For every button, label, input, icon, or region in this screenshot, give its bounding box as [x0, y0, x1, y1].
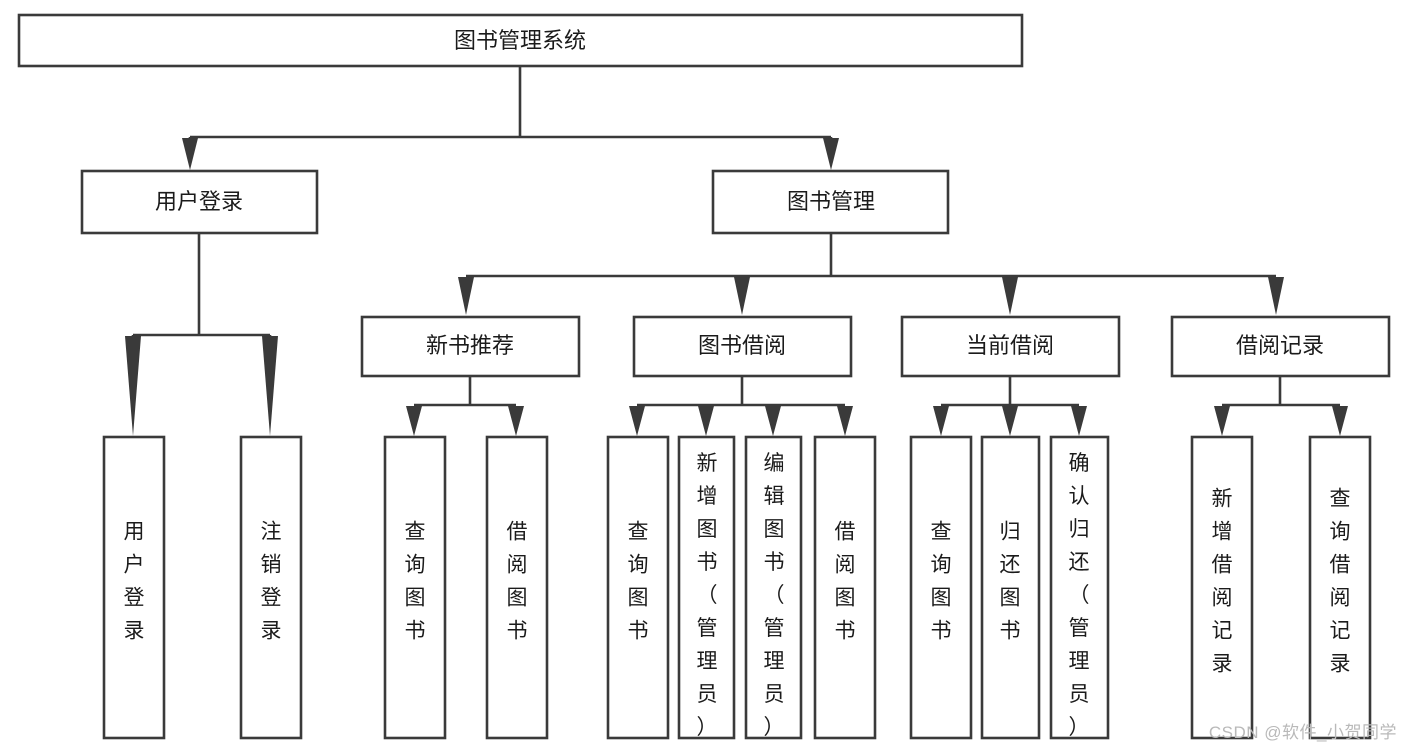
- node-user-login-box[interactable]: [80, 169, 319, 235]
- arrow-leaf-confirm-return-icon: [1071, 406, 1087, 436]
- connector-group-borrowrecord-to-leaves: [1214, 376, 1348, 436]
- node-book-manage-box[interactable]: [711, 169, 950, 235]
- node-leaf-add-record[interactable]: 新增借阅记录: [1190, 435, 1254, 740]
- node-leaf-borrow-book-2[interactable]: 借阅图书: [813, 435, 877, 740]
- node-leaf-query-book-3[interactable]: 查询图书: [909, 435, 973, 740]
- node-leaf-query-record[interactable]: 查询借阅记录: [1308, 435, 1372, 740]
- node-leaf-confirm-return-label: 确认归还（管理员）: [1069, 452, 1090, 739]
- node-leaf-edit-book-label: 编辑图书（管理员）: [764, 452, 785, 739]
- arrow-leaf-query-record-icon: [1332, 406, 1348, 436]
- arrow-user-login-icon: [182, 138, 198, 170]
- node-book-borrow[interactable]: 图书借阅: [632, 315, 853, 378]
- node-leaf-add-record-label: 新增借阅记录: [1212, 488, 1233, 676]
- node-leaf-confirm-return-box[interactable]: [1049, 435, 1110, 740]
- csdn-watermark: CSDN @软件_小贺同学: [1208, 723, 1397, 742]
- node-leaf-query-record-box[interactable]: [1308, 435, 1372, 740]
- arrow-borrow-record-icon: [1268, 277, 1284, 315]
- arrow-new-book-rec-icon: [458, 277, 474, 315]
- node-new-book-rec-label: 新书推荐: [426, 333, 514, 358]
- node-leaf-user-login-box[interactable]: [102, 435, 166, 740]
- node-root-box[interactable]: [17, 13, 1024, 68]
- arrow-leaf-edit-book-icon: [765, 406, 781, 436]
- node-leaf-add-record-box[interactable]: [1190, 435, 1254, 740]
- node-borrow-record-box[interactable]: [1170, 315, 1391, 378]
- node-leaf-return-book-label: 归还图书: [1000, 521, 1021, 643]
- node-leaf-borrow-book-1-label: 借阅图书: [507, 521, 528, 643]
- node-leaf-query-book-3-label: 查询图书: [931, 521, 952, 643]
- node-leaf-confirm-return[interactable]: 确认归还（管理员）: [1049, 435, 1110, 740]
- node-leaf-user-login-label: 用户登录: [124, 521, 145, 643]
- connector-group-bookborrow-to-leaves: [629, 376, 853, 436]
- arrow-leaf-borrow-book-1-icon: [508, 406, 524, 436]
- node-borrow-record-label: 借阅记录: [1236, 333, 1324, 358]
- arrow-current-borrow-icon: [1002, 277, 1018, 315]
- node-current-borrow[interactable]: 当前借阅: [900, 315, 1121, 378]
- node-leaf-borrow-book-1[interactable]: 借阅图书: [485, 435, 549, 740]
- connector-group-root-to-level1: [182, 66, 839, 170]
- connector-group-currentborrow-to-leaves: [933, 376, 1087, 436]
- node-leaf-query-book-1-box[interactable]: [383, 435, 447, 740]
- arrow-leaf-query-book-3-icon: [933, 406, 949, 436]
- arrow-leaf-add-record-icon: [1214, 406, 1230, 436]
- node-leaf-return-book-box[interactable]: [980, 435, 1041, 740]
- node-leaf-user-login[interactable]: 用户登录: [102, 435, 166, 740]
- arrow-book-borrow-icon: [734, 277, 750, 315]
- connector-group-bookmanage-to-level2: [458, 233, 1284, 315]
- connector-group-newbookrec-to-leaves: [406, 376, 524, 436]
- node-leaf-return-book[interactable]: 归还图书: [980, 435, 1041, 740]
- node-book-manage[interactable]: 图书管理: [711, 169, 950, 235]
- node-leaf-edit-book-box[interactable]: [744, 435, 803, 740]
- node-leaf-query-book-2-label: 查询图书: [628, 521, 649, 643]
- node-leaf-query-book-1[interactable]: 查询图书: [383, 435, 447, 740]
- node-user-login-label: 用户登录: [155, 189, 243, 214]
- node-book-manage-label: 图书管理: [787, 189, 875, 214]
- node-leaf-edit-book[interactable]: 编辑图书（管理员）: [744, 435, 803, 740]
- node-leaf-borrow-book-2-label: 借阅图书: [835, 521, 856, 643]
- node-leaf-logout-label: 注销登录: [261, 521, 282, 643]
- node-book-borrow-label: 图书借阅: [698, 333, 786, 358]
- node-leaf-add-book-box[interactable]: [677, 435, 736, 740]
- arrow-leaf-borrow-book-2-icon: [837, 406, 853, 436]
- node-leaf-query-book-3-box[interactable]: [909, 435, 973, 740]
- node-leaf-logout-box[interactable]: [239, 435, 303, 740]
- node-leaf-borrow-book-1-box[interactable]: [485, 435, 549, 740]
- connector-group-userlogin-to-leaves: [125, 233, 278, 436]
- node-user-login[interactable]: 用户登录: [80, 169, 319, 235]
- node-leaf-borrow-book-2-box[interactable]: [813, 435, 877, 740]
- node-leaf-query-book-2[interactable]: 查询图书: [606, 435, 670, 740]
- node-leaf-query-book-1-label: 查询图书: [405, 521, 426, 643]
- node-leaf-query-book-2-box[interactable]: [606, 435, 670, 740]
- node-current-borrow-label: 当前借阅: [966, 333, 1054, 358]
- arrow-leaf-query-book-1-icon: [406, 406, 422, 436]
- node-leaf-add-book-label: 新增图书（管理员）: [697, 452, 718, 739]
- node-new-book-rec[interactable]: 新书推荐: [360, 315, 581, 378]
- node-root[interactable]: 图书管理系统: [17, 13, 1024, 68]
- node-root-label: 图书管理系统: [454, 28, 586, 53]
- arrow-book-manage-icon: [823, 138, 839, 170]
- node-current-borrow-box[interactable]: [900, 315, 1121, 378]
- node-book-borrow-box[interactable]: [632, 315, 853, 378]
- node-leaf-add-book[interactable]: 新增图书（管理员）: [677, 435, 736, 740]
- arrow-leaf-add-book-icon: [698, 406, 714, 436]
- node-borrow-record[interactable]: 借阅记录: [1170, 315, 1391, 378]
- arrow-leaf-return-book-icon: [1002, 406, 1018, 436]
- node-leaf-query-record-label: 查询借阅记录: [1330, 488, 1351, 676]
- node-new-book-rec-box[interactable]: [360, 315, 581, 378]
- arrow-leaf-query-book-2-icon: [629, 406, 645, 436]
- node-leaf-logout[interactable]: 注销登录: [239, 435, 303, 740]
